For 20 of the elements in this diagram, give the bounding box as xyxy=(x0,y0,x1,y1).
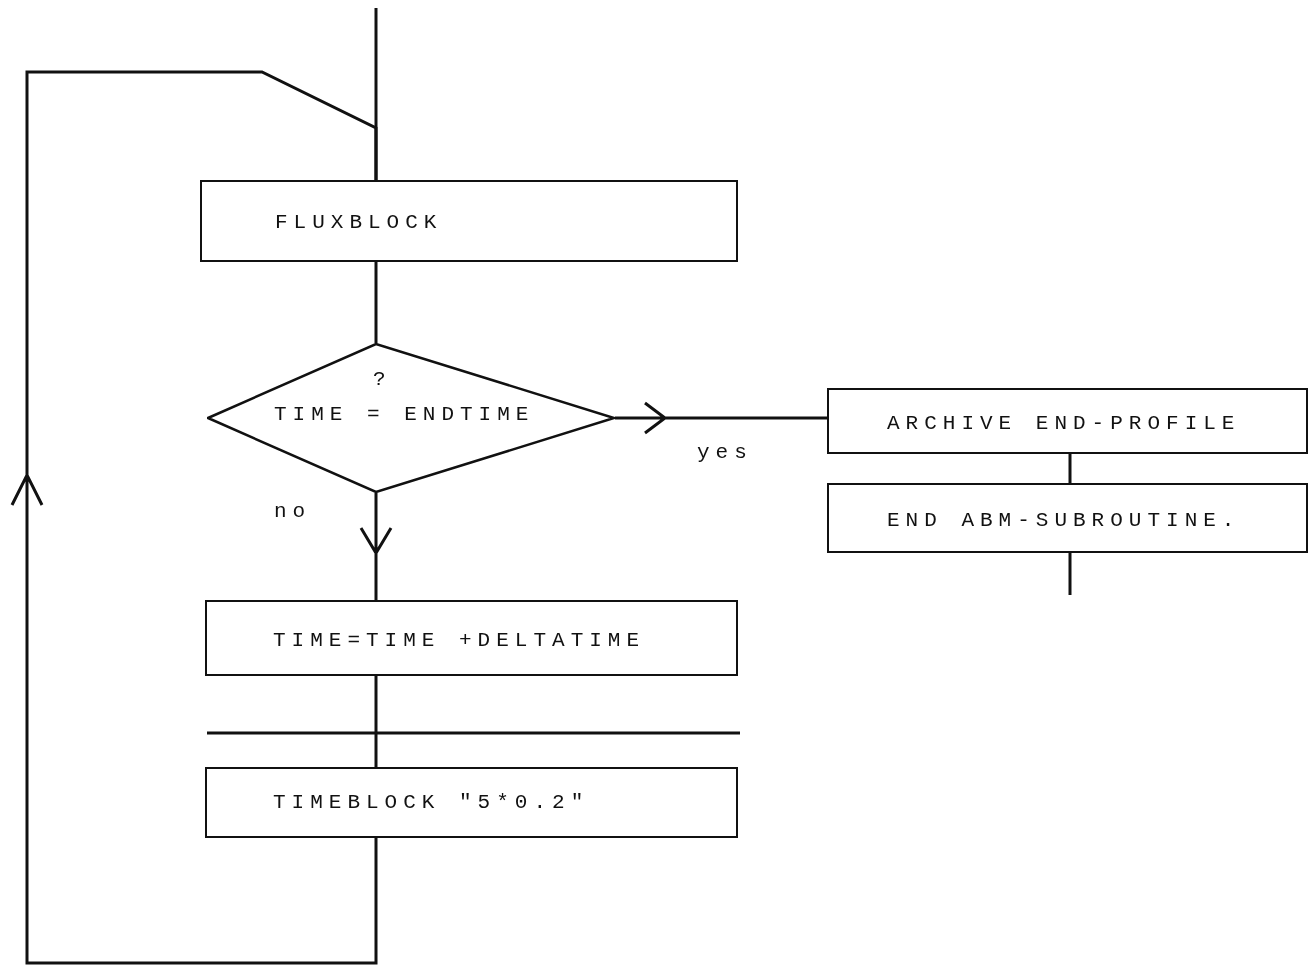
process-box xyxy=(827,483,1308,553)
box-text: TIME = ENDTIME xyxy=(274,403,535,427)
box-text: ARCHIVE END-PROFILE xyxy=(887,412,1241,436)
connector-line xyxy=(1068,454,1072,483)
process-box xyxy=(200,180,738,262)
box-text: FLUXBLOCK xyxy=(275,211,443,235)
box-text: TIMEBLOCK "5*0.2" xyxy=(273,791,590,815)
arrow xyxy=(613,401,829,435)
connector-line xyxy=(374,262,378,343)
box-text: TIME=TIME +DELTATIME xyxy=(273,629,646,653)
process-box xyxy=(205,600,738,676)
decision-diamond xyxy=(207,343,615,493)
connector-line xyxy=(374,676,378,767)
connector-line xyxy=(1068,553,1072,595)
process-box xyxy=(205,767,738,838)
process-box xyxy=(827,388,1308,454)
arrow xyxy=(10,70,378,965)
arrow xyxy=(359,491,393,602)
box-text: END ABM-SUBROUTINE. xyxy=(887,509,1241,533)
question-mark: ? xyxy=(373,368,392,392)
